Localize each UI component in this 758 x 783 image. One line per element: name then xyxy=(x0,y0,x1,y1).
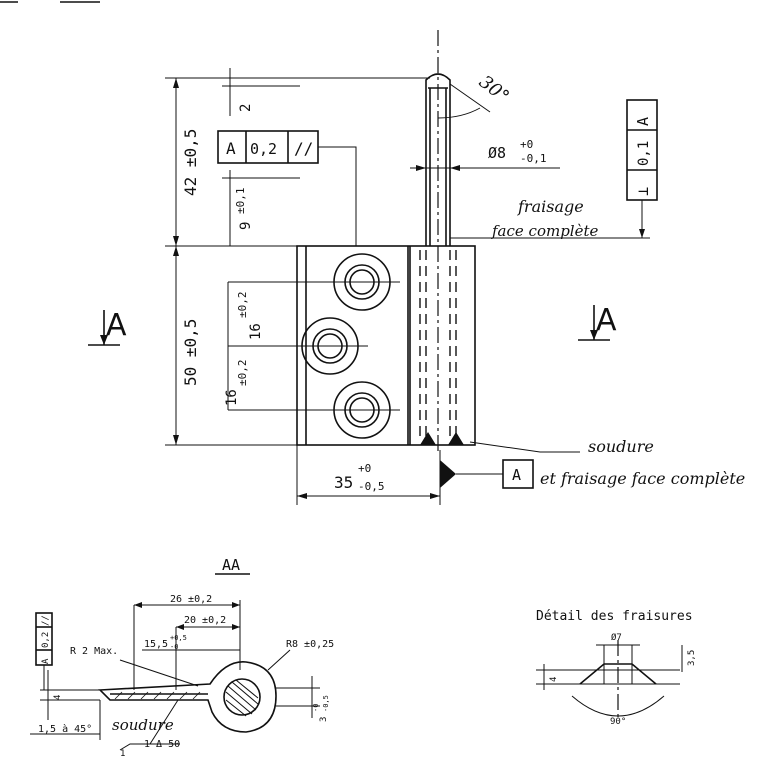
section-marker-right-label: A xyxy=(596,303,617,338)
section-profile xyxy=(98,661,277,733)
perp-frame-datum: A xyxy=(634,117,652,126)
note-fraisage: fraisage xyxy=(517,197,584,216)
dim-3: 3 xyxy=(319,717,329,722)
dim-diameter-tol-minus: -0,1 xyxy=(520,152,547,165)
dim-26: 26 ±0,2 xyxy=(170,594,212,605)
dim-20: 20 ±0,2 xyxy=(184,615,226,626)
datum-triangle xyxy=(440,460,456,488)
frame-cell: // xyxy=(294,139,313,158)
dim-4: 4 xyxy=(53,695,63,700)
detail-dim-3-5: 3,5 xyxy=(687,650,697,666)
section-frame-symbol: // xyxy=(41,615,51,626)
dim-width: 35 xyxy=(334,473,353,492)
datum-box xyxy=(502,459,534,489)
section-marker-left-label: A xyxy=(106,308,127,343)
weld-marks xyxy=(420,432,464,445)
angle-label: 30° xyxy=(475,71,513,107)
dim-9-tol: ±0,1 xyxy=(234,188,247,215)
countersink-profile xyxy=(579,663,657,685)
dim-height-bottom: 50 ±0,5 xyxy=(181,319,200,386)
frame-cell: A xyxy=(226,139,236,158)
frame-cell: 0,2 xyxy=(250,140,277,158)
dim-diameter-tol-plus: +0 xyxy=(520,138,533,151)
main-view: A 0,2 // A xyxy=(88,30,658,505)
note-et-fraisage: et fraisage face complète xyxy=(540,469,745,488)
dim-diameter: Ø8 xyxy=(488,144,506,162)
dim-3-tol-plus: -0 xyxy=(312,704,320,712)
dim-3-tol-minus: -0,5 xyxy=(322,695,330,712)
radius-8: R8 ±0,25 xyxy=(286,639,334,650)
detail-angle: 90° xyxy=(610,717,626,727)
dim-width-tol-plus: +0 xyxy=(358,462,371,475)
perp-frame-value: 0,1 xyxy=(636,141,652,166)
detail-dim-4: 4 xyxy=(549,677,559,682)
angle-line xyxy=(449,83,491,113)
dim-15-5: 15,5 xyxy=(144,639,168,650)
datum-label: A xyxy=(512,466,521,484)
dim-9: 9 xyxy=(238,222,254,230)
dim-16-lower: 16 xyxy=(224,389,240,406)
weld-symbol: 1 Δ 50 xyxy=(144,739,180,750)
dim-15-tol-plus: +0,5 xyxy=(170,634,187,642)
note-face-complete: face complète xyxy=(491,222,599,240)
note-soudure: soudure xyxy=(588,437,654,456)
angle-arc-90 xyxy=(571,695,665,717)
dim-15-tol-minus: -0 xyxy=(170,643,178,651)
dim-16-lower-tol: ±0,2 xyxy=(236,360,249,387)
detail-view xyxy=(536,640,683,718)
leader-line xyxy=(469,441,580,453)
angle-arc xyxy=(437,107,481,119)
radius-2: R 2 Max. xyxy=(70,646,118,657)
section-marker-right xyxy=(578,305,610,341)
dim-width-tol-minus: -0,5 xyxy=(358,480,385,493)
weld-index: 1 xyxy=(120,749,125,759)
section-frame-datum: A xyxy=(41,658,51,664)
perp-frame-symbol: ⊥ xyxy=(634,187,652,196)
section-title: AA xyxy=(222,556,240,574)
dim-16-upper: 16 xyxy=(248,323,264,340)
dim-height-top: 42 ±0,5 xyxy=(181,129,200,196)
section-marker-left xyxy=(88,310,120,346)
section-soudure: soudure xyxy=(112,716,174,734)
tolerance-frame-perp xyxy=(626,99,658,238)
weld-leader xyxy=(119,743,180,751)
tolerance-frame-parallel: A 0,2 // xyxy=(217,130,357,246)
section-frame-value: 0,2 xyxy=(41,632,51,648)
section-view xyxy=(30,573,320,751)
pin-section xyxy=(223,678,261,716)
dim-16-upper-tol: ±0,2 xyxy=(236,292,249,319)
section-tolerance-frame xyxy=(35,612,53,690)
dim-2: 2 xyxy=(238,104,254,112)
chamfer-note: 1,5 à 45° xyxy=(38,723,92,735)
pin-outline xyxy=(425,73,451,246)
detail-title: Détail des fraisures xyxy=(536,609,693,624)
detail-diameter: Ø7 xyxy=(611,632,622,643)
